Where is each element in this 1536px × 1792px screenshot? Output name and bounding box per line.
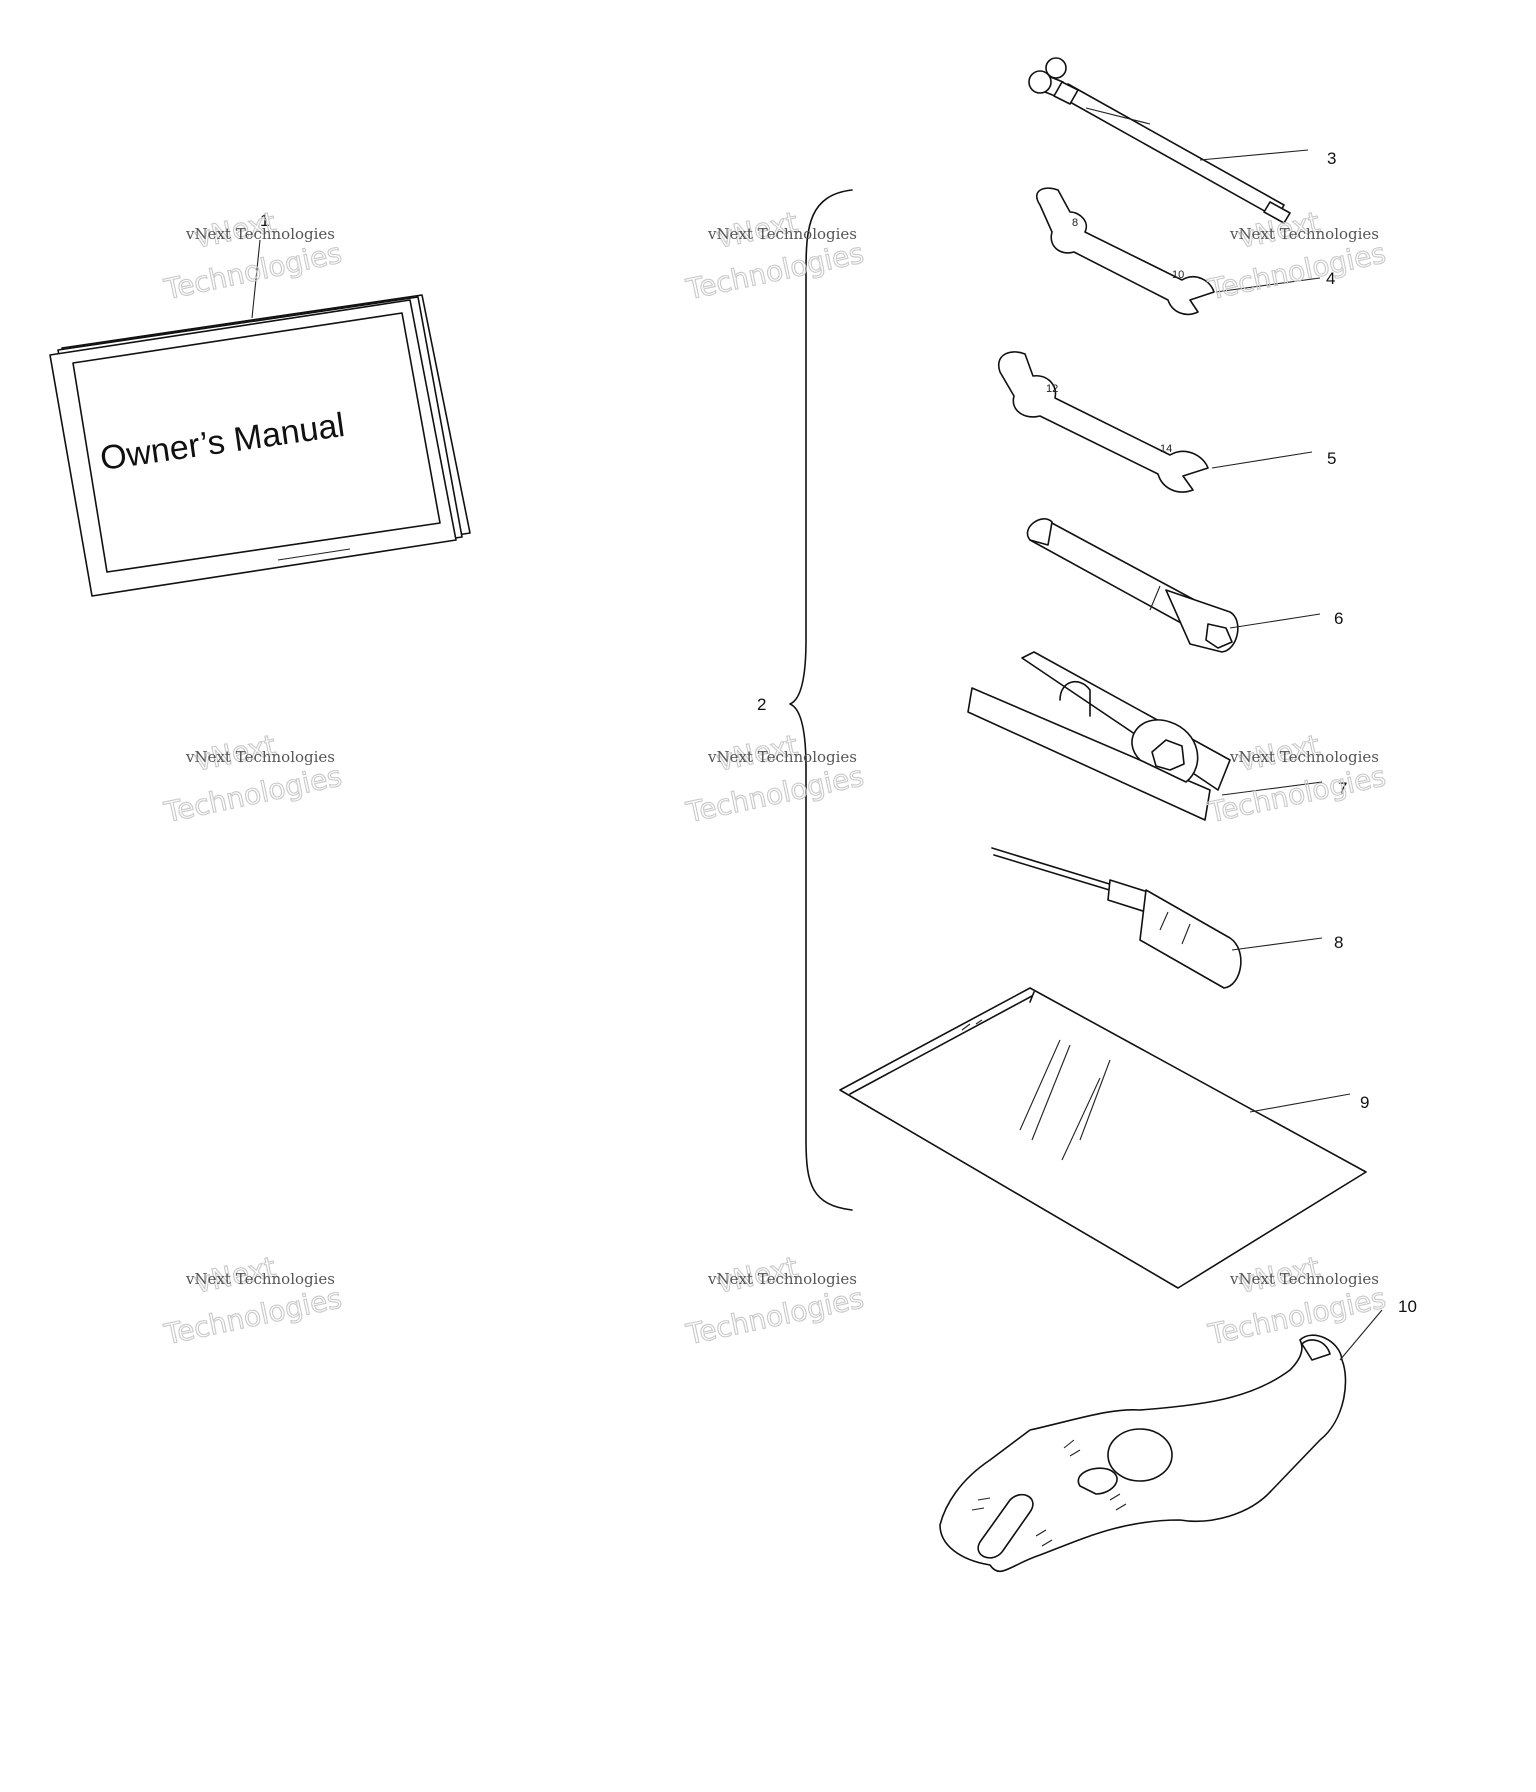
watermark-text: Technologies <box>1205 236 1389 306</box>
owners-manual[interactable]: Owner’s Manual <box>49 294 471 597</box>
watermark-text: vNext Technologies <box>185 1270 335 1288</box>
callout-6: 6 <box>1334 609 1343 628</box>
watermark: vNext vNext Technologies Technologies <box>682 1250 867 1352</box>
watermark-text: vNext Technologies <box>1229 748 1379 766</box>
watermark-text: Technologies <box>683 236 867 306</box>
screwdriver[interactable] <box>991 847 1242 989</box>
watermark-text: 8 <box>1072 217 1078 229</box>
watermark-text: vNext Technologies <box>707 1270 857 1288</box>
callout-9: 9 <box>1360 1093 1369 1112</box>
tool-bag[interactable] <box>839 987 1367 1289</box>
watermark: vNext vNext Technologies Technologies <box>1204 1250 1389 1352</box>
watermark-text: Technologies <box>683 1281 867 1351</box>
watermark-text: vNext Technologies <box>185 225 335 243</box>
watermark: vNext vNext Technologies Technologies <box>1204 205 1389 307</box>
watermark-text: Technologies <box>1205 759 1389 829</box>
watermark: vNext vNext Technologies Technologies <box>1204 728 1389 830</box>
callout-8: 8 <box>1334 933 1343 952</box>
watermark: vNext vNext Technologies Technologies <box>160 205 345 307</box>
watermark-text: 10 <box>1172 269 1184 281</box>
callout-7: 7 <box>1338 779 1347 798</box>
callout-4: 4 <box>1326 269 1335 288</box>
callout-1: 1 <box>260 211 269 230</box>
watermark: vNext vNext Technologies Technologies <box>682 728 867 830</box>
watermark-text: vNext Technologies <box>707 748 857 766</box>
watermark-text: vNext Technologies <box>1229 1270 1379 1288</box>
callout-3: 3 <box>1327 149 1336 168</box>
watermark-text: Technologies <box>1205 1281 1389 1351</box>
watermark-text: vNext Technologies <box>1229 225 1379 243</box>
watermark-text: Technologies <box>683 759 867 829</box>
watermark-text: Technologies <box>161 236 345 306</box>
watermark-text: vNext Technologies <box>185 748 335 766</box>
leader-lines <box>251 149 1383 1361</box>
watermark-text: 14 <box>1160 443 1172 455</box>
mounting-bracket[interactable] <box>939 1334 1347 1573</box>
group-bracket <box>789 189 853 1211</box>
watermark-text: 12 <box>1046 383 1058 395</box>
watermark: vNext vNext Technologies Technologies <box>682 205 867 307</box>
tire-pressure-gauge[interactable] <box>1028 57 1291 224</box>
callout-5: 5 <box>1327 449 1336 468</box>
watermark: vNext vNext Technologies Technologies <box>160 1250 345 1352</box>
watermark: vNext vNext Technologies Technologies <box>160 728 345 830</box>
open-end-wrench-small[interactable]: 8 10 <box>1035 187 1215 316</box>
watermark-text: Technologies <box>161 1281 345 1351</box>
open-end-wrench-large[interactable]: 12 14 <box>997 351 1209 493</box>
spark-plug-wrench[interactable] <box>967 651 1231 821</box>
watermark-text: Technologies <box>161 759 345 829</box>
watermark-text: vNext Technologies <box>707 225 857 243</box>
callout-labels: 1 2 3 4 5 6 7 8 9 10 <box>260 149 1417 1316</box>
callout-2: 2 <box>757 695 766 714</box>
box-spanner[interactable] <box>1026 518 1239 653</box>
callout-10: 10 <box>1398 1297 1417 1316</box>
